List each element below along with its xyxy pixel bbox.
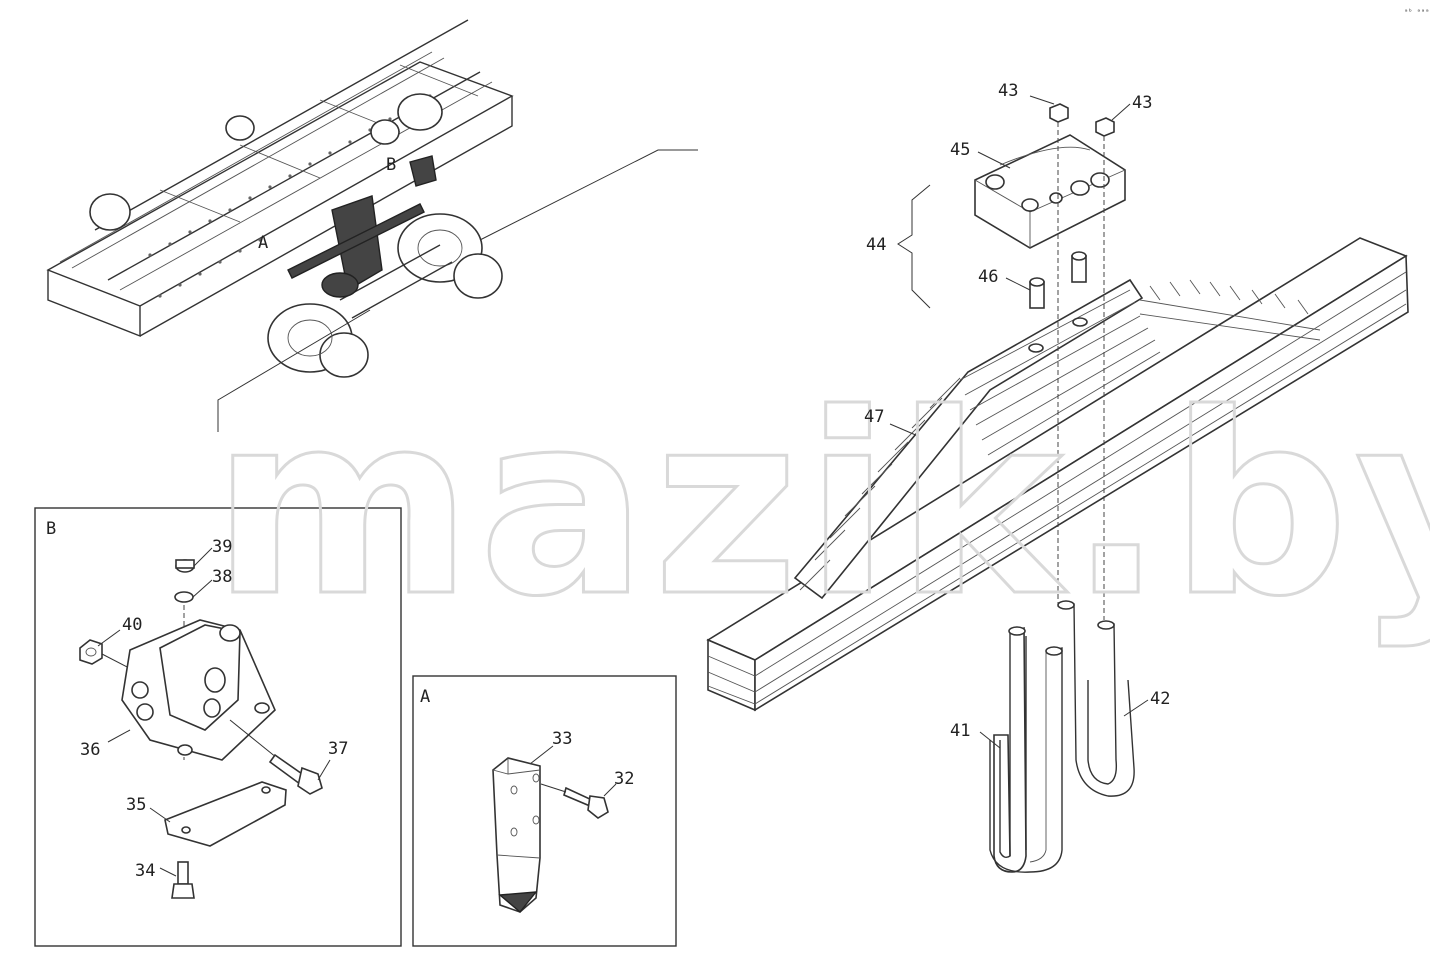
callout-39: 37 (328, 739, 348, 759)
callout-36: 36 (80, 740, 100, 760)
panel-a-label: A (420, 687, 430, 707)
callout-45: 45 (950, 140, 970, 160)
callout-labels: 39 38 40 36 37 35 34 33 32 43 43 45 44 4… (80, 81, 1170, 881)
callout-38: 39 (212, 537, 232, 557)
corner-mark: ᵃᵇ ᵃᵃᵃ (1404, 8, 1429, 16)
callout-34: 34 (135, 861, 155, 881)
panel-b-label: B (46, 519, 56, 539)
callout-b: B (386, 155, 396, 175)
callout-41: 41 (950, 721, 970, 741)
callout-35: 35 (126, 795, 146, 815)
callout-37: 38 (212, 567, 232, 587)
detail-panel-a: A (412, 675, 677, 947)
leaf-spring-assembly (706, 95, 1409, 873)
detail-panel-b: B (34, 507, 402, 947)
chassis-overview: A B (46, 19, 698, 432)
callout-44: 44 (866, 235, 886, 255)
callout-a: A (258, 233, 268, 253)
callout-33: 33 (552, 729, 572, 749)
callout-32: 32 (614, 769, 634, 789)
callout-40: 40 (122, 615, 142, 635)
callout-46: 46 (978, 267, 998, 287)
callout-43-left: 43 (998, 81, 1018, 101)
watermark: mazik.by (212, 360, 1430, 651)
callout-42: 42 (1150, 689, 1170, 709)
callout-43-right: 43 (1132, 93, 1152, 113)
callout-47: 47 (864, 407, 884, 427)
